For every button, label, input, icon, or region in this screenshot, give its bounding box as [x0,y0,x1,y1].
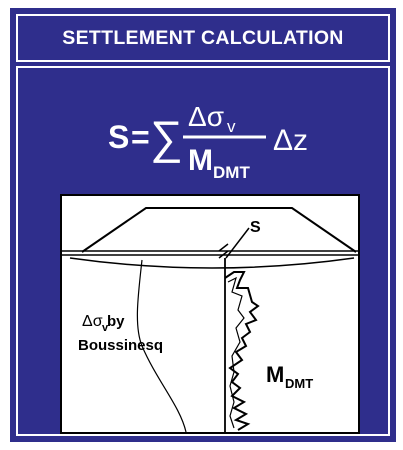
stress-increment-label-suffix: by [107,313,125,330]
modulus-subscript: DMT [285,376,313,391]
formula-numerator: Δσ [188,101,224,132]
settlement-label: S [250,219,261,236]
formula-denominator: M [188,144,213,177]
boussinesq-label: Boussinesq [78,337,163,354]
content-panel: S = ∑ Δσ v M DMT Δz S [16,66,390,436]
formula-equals: = [131,119,150,155]
settlement-formula: S = ∑ Δσ v M DMT Δz [108,101,308,182]
dmt-modulus-profile [224,271,260,431]
formula-factor: Δz [273,124,308,157]
formula-numerator-subscript: v [227,117,236,136]
settlement-tick-bottom [218,250,229,259]
settlement-calculation-card: SETTLEMENT CALCULATION S = ∑ Δσ v M DMT … [10,8,396,442]
settlement-diagram: S Δσ v by Boussinesq M DMT [60,194,360,434]
formula-lhs: S [108,119,129,155]
embankment-outline [81,207,357,253]
boussinesq-stress-curve [136,259,187,433]
settlement-tick-top [218,243,229,252]
summation-symbol: ∑ [150,111,183,163]
card-title: SETTLEMENT CALCULATION [16,14,390,62]
dmt-modulus-profile-inner [227,276,245,429]
settlement-pointer [225,227,250,259]
stress-increment-subscript: v [102,322,109,334]
diagram-drawing: S Δσ v by Boussinesq M DMT [62,207,358,433]
settled-surface-curve [69,257,355,269]
stress-increment-label: Δσ [82,313,103,330]
modulus-label: M [266,362,284,387]
formula-denominator-subscript: DMT [213,163,250,182]
